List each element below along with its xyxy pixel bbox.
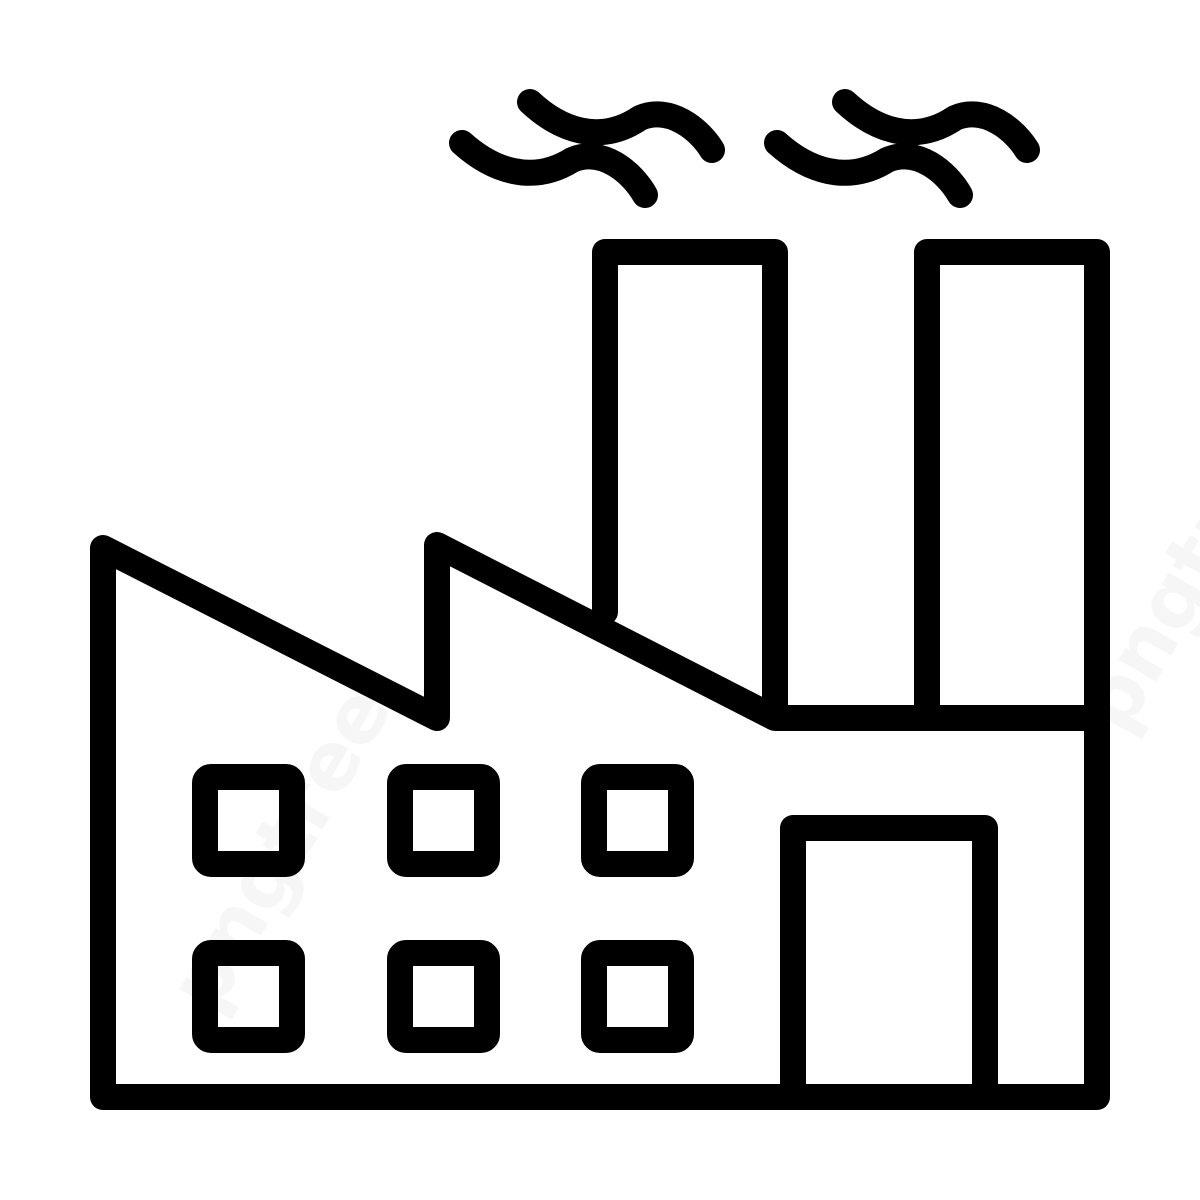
smoke-group bbox=[449, 89, 1040, 208]
chimney-right bbox=[914, 239, 1110, 731]
window bbox=[387, 764, 500, 877]
door bbox=[780, 815, 998, 1110]
smoke-wisp-left-top bbox=[517, 89, 725, 163]
window bbox=[581, 940, 694, 1053]
building-outline bbox=[90, 532, 1110, 1110]
smoke-wisp-right-top bbox=[832, 89, 1040, 163]
smoke-wisp-left-bottom bbox=[449, 130, 658, 208]
window bbox=[192, 940, 305, 1053]
window bbox=[192, 764, 305, 877]
smoke-wisp-right-bottom bbox=[764, 130, 973, 208]
window bbox=[387, 940, 500, 1053]
chimney-left bbox=[592, 239, 788, 719]
window bbox=[581, 764, 694, 877]
